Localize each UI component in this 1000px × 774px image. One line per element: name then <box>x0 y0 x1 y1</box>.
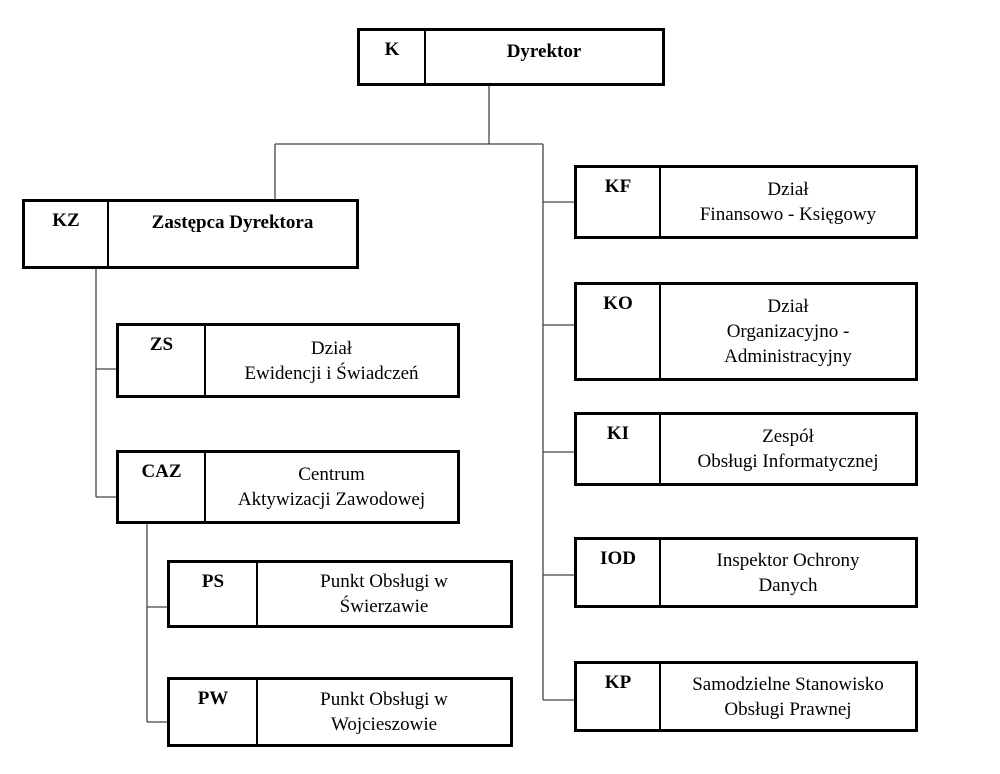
unit-code: KI <box>577 415 661 483</box>
unit-name: Centrum Aktywizacji Zawodowej <box>206 453 457 521</box>
unit-name-line: Świerzawie <box>339 596 429 617</box>
unit-zs-box: ZS Dział Ewidencji i Świadczeń <box>116 323 460 398</box>
unit-name: Dział Organizacyjno - Administracyjny <box>661 285 915 378</box>
unit-name-line: Dyrektor <box>506 41 582 62</box>
unit-code: KZ <box>25 202 109 266</box>
unit-name-line: Punkt Obsługi w <box>320 571 448 592</box>
unit-name: Dział Ewidencji i Świadczeń <box>206 326 457 395</box>
unit-name-line: Punkt Obsługi w <box>320 689 448 710</box>
unit-director-box: K Dyrektor <box>357 28 665 86</box>
unit-name: Samodzielne Stanowisko Obsługi Prawnej <box>661 664 915 729</box>
unit-name-line: Obsługi Prawnej <box>724 698 852 720</box>
unit-caz-box: CAZ Centrum Aktywizacji Zawodowej <box>116 450 460 524</box>
unit-name: Punkt Obsługi w Wojcieszowie <box>258 680 510 744</box>
unit-code: CAZ <box>119 453 206 521</box>
unit-code: KF <box>577 168 661 236</box>
unit-code: ZS <box>119 326 206 395</box>
unit-name-line: Dział <box>767 296 809 317</box>
unit-ko-box: KO Dział Organizacyjno - Administracyjny <box>574 282 918 381</box>
unit-name-line: Inspektor Ochrony <box>716 549 860 571</box>
unit-kf-box: KF Dział Finansowo - Księgowy <box>574 165 918 239</box>
unit-pw-box: PW Punkt Obsługi w Wojcieszowie <box>167 677 513 747</box>
unit-deputy-box: KZ Zastępca Dyrektora <box>22 199 359 269</box>
unit-name-line: Wojcieszowie <box>330 714 438 735</box>
unit-name-line: Finansowo - Księgowy <box>699 204 877 225</box>
unit-name-line: Dział <box>767 179 809 200</box>
unit-name-line: Obsługi Informatycznej <box>697 451 879 472</box>
unit-name-line: Ewidencji i Świadczeń <box>244 362 419 384</box>
unit-name-line: Aktywizacji Zawodowej <box>237 489 426 510</box>
unit-name-line: Danych <box>758 574 818 596</box>
unit-iod-box: IOD Inspektor Ochrony Danych <box>574 537 918 608</box>
unit-name-line: Dział <box>310 337 353 359</box>
unit-name-line: Centrum <box>298 464 365 485</box>
unit-code: K <box>360 31 426 83</box>
unit-ki-box: KI Zespół Obsługi Informatycznej <box>574 412 918 486</box>
unit-code: IOD <box>577 540 661 605</box>
unit-name-line: Samodzielne Stanowisko <box>692 673 884 695</box>
unit-name: Punkt Obsługi w Świerzawie <box>258 563 510 625</box>
unit-name-line: Zastępca Dyrektora <box>151 212 314 233</box>
unit-ps-box: PS Punkt Obsługi w Świerzawie <box>167 560 513 628</box>
unit-code: KO <box>577 285 661 378</box>
unit-name: Dział Finansowo - Księgowy <box>661 168 915 236</box>
unit-name-line: Administracyjny <box>724 346 852 367</box>
unit-name: Zespół Obsługi Informatycznej <box>661 415 915 483</box>
unit-kp-box: KP Samodzielne Stanowisko Obsługi Prawne… <box>574 661 918 732</box>
unit-code: PW <box>170 680 258 744</box>
unit-name: Inspektor Ochrony Danych <box>661 540 915 605</box>
unit-name-line: Organizacyjno - <box>726 321 850 342</box>
unit-name: Dyrektor <box>426 31 662 83</box>
unit-code: KP <box>577 664 661 729</box>
unit-code: PS <box>170 563 258 625</box>
unit-name-line: Zespół <box>762 426 814 447</box>
unit-name: Zastępca Dyrektora <box>109 202 356 266</box>
